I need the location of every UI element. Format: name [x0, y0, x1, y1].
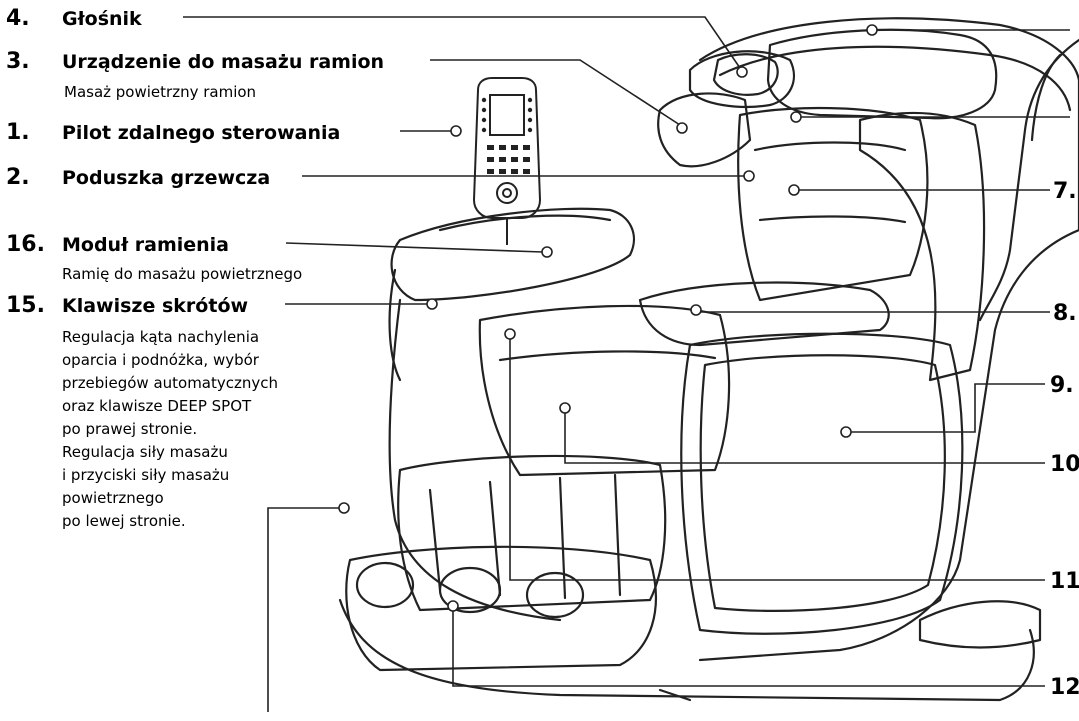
description-line: oraz klawisze DEEP SPOT [62, 397, 252, 415]
label-number: 2. [6, 165, 30, 190]
description-line: Regulacja kąta nachylenia [62, 328, 259, 346]
massage-chair-illustration [338, 17, 1079, 702]
label-2: 2. Poduszka grzewcza [6, 165, 270, 190]
label-number: 15. [6, 293, 45, 318]
description-line: po prawej stronie. [62, 420, 197, 438]
label-number-9: 9. [1050, 373, 1074, 398]
description-line: po lewej stronie. [62, 512, 186, 530]
leader-lines-left [183, 16, 755, 712]
leader-line-16 [285, 242, 544, 253]
label-15: 15. Klawisze skrótów [6, 293, 248, 318]
leader-line-11 [509, 338, 1045, 581]
label-number-12: 12 [1050, 675, 1079, 700]
label-16: 16. Moduł ramienia Ramię do masażu powie… [6, 232, 302, 283]
label-number: 3. [6, 49, 30, 74]
leader-line-13 [267, 507, 340, 712]
description-line: Regulacja siły masażu [62, 443, 228, 461]
label-1: 1. Pilot zdalnego sterowania [6, 120, 340, 145]
label-number-7: 7. [1053, 179, 1077, 204]
leader-line-9 [850, 383, 1045, 433]
label-number-10: 10 [1050, 452, 1079, 477]
shortcut-description: Regulacja kąta nachylenia oparcia i podn… [62, 328, 278, 530]
leader-line-4 [183, 16, 741, 69]
label-4: 4. Głośnik [6, 6, 142, 31]
label-number: 4. [6, 6, 30, 31]
leader-line-3 [430, 59, 681, 126]
label-number: 1. [6, 120, 30, 145]
label-title: Moduł ramienia [62, 234, 229, 256]
label-title: Poduszka grzewcza [62, 167, 270, 189]
label-number-11: 11 [1050, 569, 1079, 594]
right-labels: 7. 8. 9. 10 11 12 [1050, 179, 1079, 700]
label-subtitle: Ramię do masażu powietrznego [62, 265, 302, 283]
remote-control-illustration [472, 77, 542, 245]
label-subtitle: Masaż powietrzny ramion [64, 83, 256, 101]
label-number: 16. [6, 232, 45, 257]
label-3: 3. Urządzenie do masażu ramion Masaż pow… [6, 49, 384, 101]
label-title: Urządzenie do masażu ramion [62, 51, 384, 73]
label-title: Klawisze skrótów [62, 295, 248, 317]
description-line: powietrznego [62, 489, 164, 507]
description-line: przebiegów automatycznych [62, 374, 278, 392]
leader-line-12 [452, 610, 1045, 687]
label-number-8: 8. [1053, 301, 1077, 326]
leader-lines-right [447, 24, 1070, 687]
label-title: Pilot zdalnego sterowania [62, 122, 340, 144]
description-line: oparcia i podnóżka, wybór [62, 351, 260, 369]
leader-line-10 [564, 412, 1045, 464]
label-title: Głośnik [62, 8, 142, 30]
description-line: i przyciski siły masażu [62, 466, 229, 484]
